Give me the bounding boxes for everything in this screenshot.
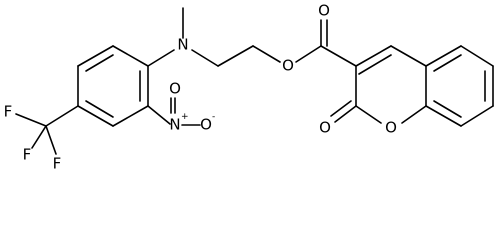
nitro-o-bottom-label: O [200, 116, 212, 134]
methyl-n-label: N [177, 36, 188, 54]
fluorine-3-label: F [53, 155, 62, 173]
carbonyl-o-label: O [318, 2, 330, 20]
bond-network [15, 7, 494, 155]
nitro-n-label: N [169, 116, 180, 134]
molecule-structure: N N + O O - O O O O F F F [4, 2, 494, 173]
lactone-carbonyl-o-label: O [319, 119, 331, 137]
nitro-o-bottom-charge: - [212, 112, 215, 122]
nitro-n-charge: + [181, 112, 189, 122]
nitro-o-top-label: O [169, 80, 181, 98]
atom-labels: N N + O O - O O O O F F F [4, 2, 397, 173]
ester-o-label: O [282, 57, 294, 75]
fluorine-2-label: F [23, 146, 32, 164]
fluorine-1-label: F [4, 103, 13, 121]
ring-o-label: O [385, 119, 397, 137]
